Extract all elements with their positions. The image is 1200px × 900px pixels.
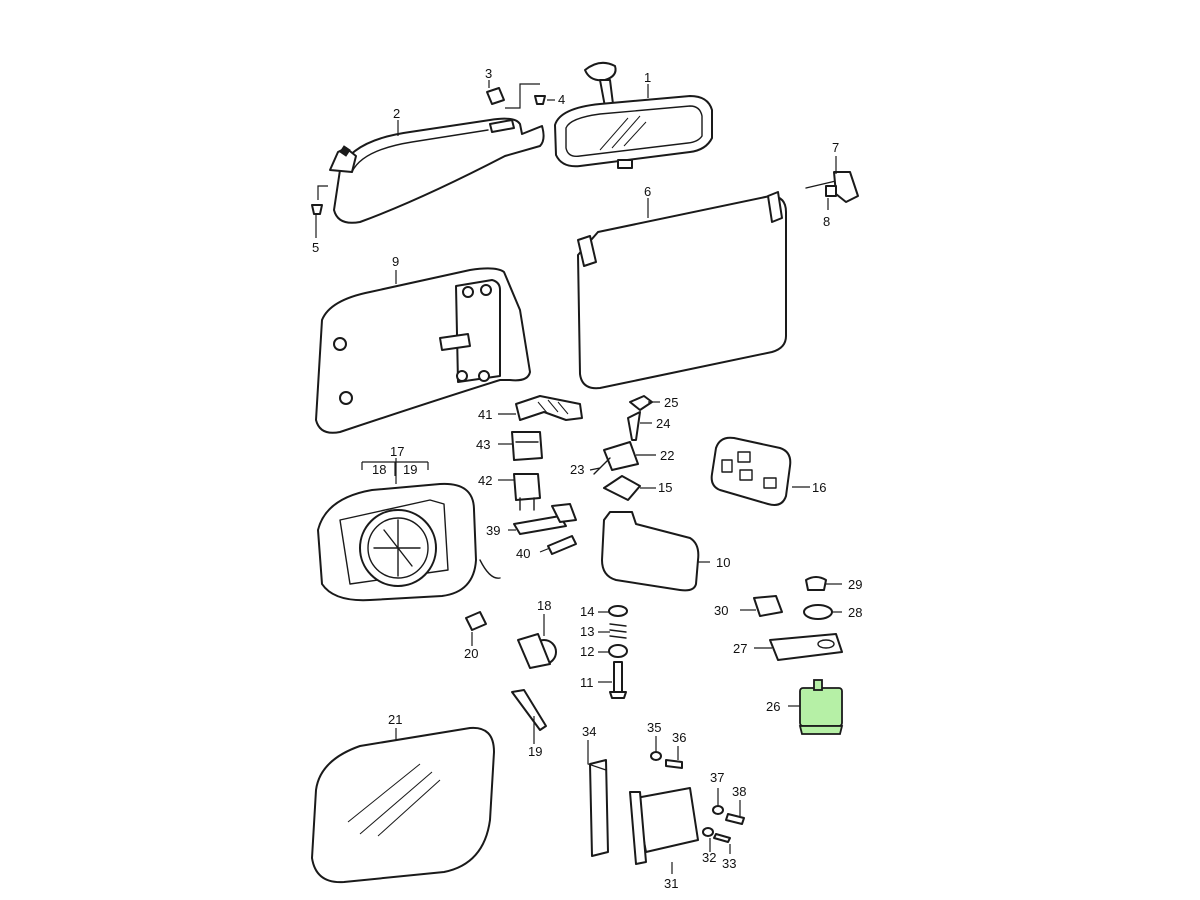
part-interior-mirror[interactable] xyxy=(554,61,713,169)
part-outer-mirror[interactable] xyxy=(317,482,501,602)
callout-6: 6 xyxy=(644,184,651,199)
part-mirror-glass[interactable] xyxy=(311,726,495,884)
part-washer-14[interactable] xyxy=(608,605,628,617)
callout-13: 13 xyxy=(580,624,594,639)
callout-5: 5 xyxy=(312,240,319,255)
part-terminal-19[interactable] xyxy=(511,689,547,731)
callout-14: 14 xyxy=(580,604,594,619)
callout-38: 38 xyxy=(732,784,746,799)
callout-31: 31 xyxy=(664,876,678,891)
callout-4: 4 xyxy=(558,92,565,107)
part-screw-24[interactable] xyxy=(627,411,641,441)
part-screw-20[interactable] xyxy=(465,611,487,631)
part-mount-plate[interactable] xyxy=(513,503,577,535)
callout-27: 27 xyxy=(733,641,747,656)
part-pin-23[interactable] xyxy=(593,457,611,475)
callout-35: 35 xyxy=(647,720,661,735)
callout-1: 1 xyxy=(644,70,651,85)
part-bracket-34[interactable] xyxy=(589,759,609,857)
part-switch-30[interactable] xyxy=(753,595,783,617)
part-visor-bracket[interactable] xyxy=(805,171,859,203)
callout-9: 9 xyxy=(392,254,399,269)
callout-41: 41 xyxy=(478,407,492,422)
part-nut-37-38[interactable] xyxy=(712,805,745,825)
leaders xyxy=(315,80,842,874)
part-sun-visor-left[interactable] xyxy=(329,117,545,224)
part-control-unit-31[interactable] xyxy=(629,787,699,865)
callout-17: 17 xyxy=(390,444,404,459)
part-screw-35-36[interactable] xyxy=(650,751,683,769)
callout-18-group: 18 xyxy=(372,462,386,477)
callout-16: 16 xyxy=(812,480,826,495)
part-relay-highlighted[interactable] xyxy=(798,679,844,735)
part-adjuster-mount[interactable] xyxy=(513,473,541,511)
part-bushing-18[interactable] xyxy=(517,633,557,669)
part-bolt-11[interactable] xyxy=(609,661,627,699)
callout-11: 11 xyxy=(580,675,594,690)
part-pin-housing-22[interactable] xyxy=(603,441,639,471)
part-sun-visor-right[interactable] xyxy=(577,191,787,390)
part-visor-clip[interactable] xyxy=(486,83,540,109)
part-adjuster-unit[interactable] xyxy=(511,431,543,461)
callout-33: 33 xyxy=(722,856,736,871)
part-nut-32-33[interactable] xyxy=(702,827,731,843)
callout-24: 24 xyxy=(656,416,670,431)
callout-labels: 1 2 3 4 5 6 7 8 9 10 11 12 13 14 15 16 1… xyxy=(312,66,862,891)
callout-26: 26 xyxy=(766,699,780,714)
part-screw-40[interactable] xyxy=(547,535,577,555)
callout-12: 12 xyxy=(580,644,594,659)
callout-3: 3 xyxy=(485,66,492,81)
part-visor-screw-5[interactable] xyxy=(311,185,328,215)
callout-23: 23 xyxy=(570,462,584,477)
part-visor-screw-4[interactable] xyxy=(534,95,546,105)
callout-43: 43 xyxy=(476,437,490,452)
callout-19-group: 19 xyxy=(403,462,417,477)
callout-15: 15 xyxy=(658,480,672,495)
callout-34: 34 xyxy=(582,724,596,739)
callout-10: 10 xyxy=(716,555,730,570)
callout-42: 42 xyxy=(478,473,492,488)
part-base-cover[interactable] xyxy=(601,511,700,592)
part-nut-12[interactable] xyxy=(608,644,628,658)
callout-21: 21 xyxy=(388,712,402,727)
part-motor-arm[interactable] xyxy=(515,395,583,421)
callout-25: 25 xyxy=(664,395,678,410)
callout-29: 29 xyxy=(848,577,862,592)
part-switch-plate[interactable] xyxy=(710,436,792,506)
callout-7: 7 xyxy=(832,140,839,155)
part-grommet-28[interactable] xyxy=(803,604,833,620)
callout-40: 40 xyxy=(516,546,530,561)
callout-8: 8 xyxy=(823,214,830,229)
callout-39: 39 xyxy=(486,523,500,538)
callout-18: 18 xyxy=(537,598,551,613)
part-cap-29[interactable] xyxy=(805,576,827,591)
callout-2: 2 xyxy=(393,106,400,121)
callout-37: 37 xyxy=(710,770,724,785)
callout-22: 22 xyxy=(660,448,674,463)
part-mirror-housing[interactable] xyxy=(315,267,531,434)
part-bracket-27[interactable] xyxy=(769,633,843,661)
part-spring-13[interactable] xyxy=(609,623,627,639)
callout-19: 19 xyxy=(528,744,542,759)
callout-20: 20 xyxy=(464,646,478,661)
part-gasket-15[interactable] xyxy=(603,475,641,501)
callout-28: 28 xyxy=(848,605,862,620)
callout-32: 32 xyxy=(702,850,716,865)
callout-36: 36 xyxy=(672,730,686,745)
part-cap-25[interactable] xyxy=(629,395,653,411)
callout-30: 30 xyxy=(714,603,728,618)
